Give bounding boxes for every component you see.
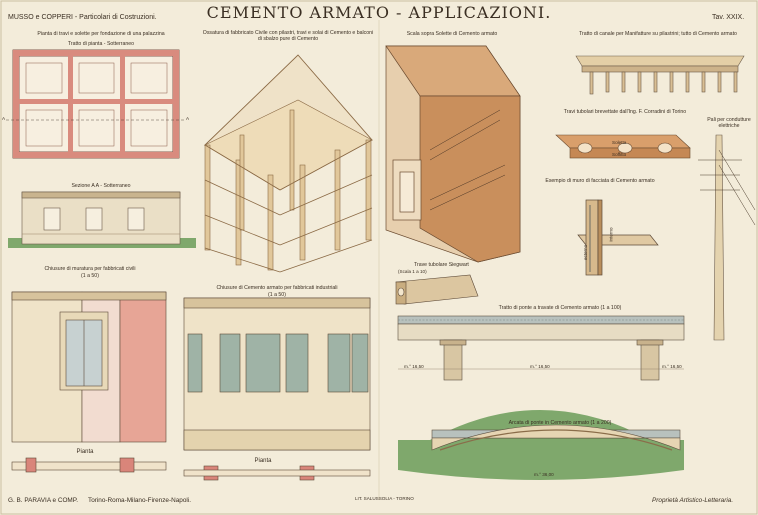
bridge-span-3: m.° 16,50: [662, 364, 682, 369]
caption-civil-scale: (1 a 50): [81, 273, 99, 279]
series-title: MUSSO e COPPERI - Particolari di Costruz…: [8, 14, 157, 21]
caption-plan-center: Pianta: [254, 458, 272, 464]
footer-publisher: G. B. PARAVIA e COMP.: [8, 497, 78, 504]
arch-bridge-drawing: [398, 410, 684, 480]
footer-cities: Torino-Roma-Milano-Firenze-Napoli.: [88, 497, 191, 504]
caption-plan-left: Pianta: [76, 449, 94, 455]
label-a-left: A: [2, 116, 6, 121]
caption-plan-section: Tratto di pianta - Sotterraneo: [67, 41, 135, 47]
label-esterno: esterno: [583, 244, 589, 261]
caption-electric-poles: Pali per condutture elettriche: [707, 117, 751, 129]
arch-span: m.° 36,00: [534, 472, 554, 477]
foundation-plan-drawing: [6, 49, 186, 159]
bridge-span-1: m.° 16,50: [404, 364, 424, 369]
masonry-facade-drawing: [11, 291, 167, 473]
caption-siegwart-scale: (Scala 1 a 10): [398, 269, 427, 274]
industrial-facade-drawing: [183, 297, 371, 481]
beam-bridge-drawing: [397, 315, 685, 381]
caption-arch-bridge: Arcata di ponte in Cemento armato (1 a 2…: [508, 420, 612, 426]
caption-siegwart-beam: Trave tubolare Siegwart: [414, 262, 469, 268]
caption-section: Sezione A A - Sotterraneo: [71, 183, 131, 189]
label-soffitto: Soffitto: [612, 152, 627, 157]
plate-title: CEMENTO ARMATO - APPLICAZIONI.: [206, 3, 552, 22]
caption-civil-closures: Chiusure di muratura per fabbricati civi…: [44, 266, 136, 272]
label-interno: interno: [608, 227, 614, 242]
label-soletta: Soletta: [612, 140, 627, 145]
caption-industrial-closures: Chiusure di Cemento armato per fabbricat…: [216, 285, 338, 291]
section-drawing: [8, 191, 196, 248]
caption-foundation-plan: Pianta di travi e solette per fondazione…: [37, 31, 165, 37]
facade-wall-drawing: [577, 199, 659, 276]
building-frame-drawing: [203, 54, 373, 273]
caption-staircase: Scala sopra Solette di Cemento armato: [406, 31, 498, 37]
plate-number: Tav. XXIX.: [712, 14, 745, 21]
caption-building-frame: Ossatura di fabbricato Civile con pilast…: [202, 30, 374, 42]
siegwart-beam-drawing: [395, 274, 479, 305]
bridge-span-2: m.° 16,50: [530, 364, 550, 369]
caption-tubular-beams: Travi tubolari brevettate dall'Ing. F. C…: [563, 109, 687, 115]
footer-printer: LIT. SALUSSOLIA - TORINO: [355, 496, 414, 501]
staircase-drawing: [385, 45, 521, 263]
electric-pole-drawing: [698, 134, 756, 341]
tubular-beams-drawing: [555, 134, 691, 159]
caption-industrial-scale: (1 a 50): [268, 292, 286, 298]
caption-canal: Tratto di canale per Manifatture su pila…: [579, 31, 737, 37]
footer-rights: Proprietà Artistico-Letteraria.: [652, 497, 734, 504]
caption-facade-wall: Esempio di muro di facciata di Cemento a…: [545, 178, 655, 184]
caption-beam-bridge: Tratto di ponte a travate di Cemento arm…: [498, 305, 622, 311]
label-a-right: A: [186, 116, 190, 121]
canal-drawing: [575, 55, 745, 95]
